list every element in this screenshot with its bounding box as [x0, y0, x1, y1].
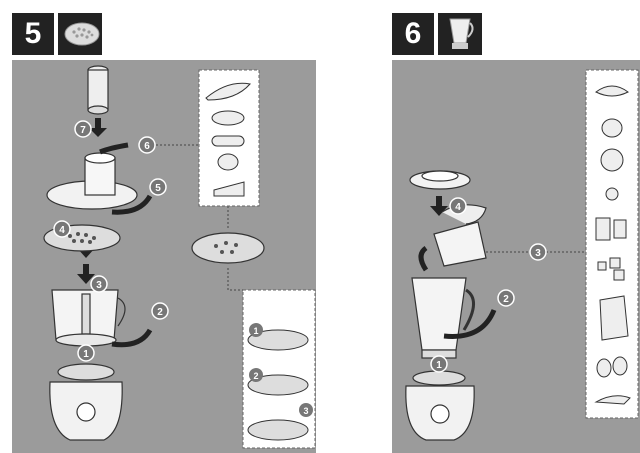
svg-text:7: 7: [80, 125, 86, 136]
processor-bowl: [52, 290, 125, 346]
svg-text:1: 1: [253, 326, 258, 336]
step-5-panel: 5: [0, 0, 316, 453]
insert-callout-1: 1: [249, 323, 263, 337]
callout-1: 1: [431, 356, 447, 372]
svg-text:4: 4: [455, 202, 461, 213]
motor-base: [50, 364, 122, 440]
svg-text:2: 2: [503, 294, 509, 305]
food-pusher: [88, 66, 108, 114]
svg-text:2: 2: [157, 307, 163, 318]
callout-3: 3: [91, 276, 107, 292]
slicing-disc-detail: [192, 233, 264, 263]
svg-text:3: 3: [303, 406, 308, 416]
callout-6: 6: [139, 137, 155, 153]
svg-text:1: 1: [83, 349, 89, 360]
callout-1: 1: [78, 345, 94, 361]
motor-base: [406, 371, 474, 440]
blender-jar: [412, 278, 474, 358]
svg-text:3: 3: [535, 248, 541, 259]
callout-2: 2: [498, 290, 514, 306]
svg-text:5: 5: [155, 183, 161, 194]
svg-text:4: 4: [59, 225, 65, 236]
insert-callout-3: 3: [299, 403, 313, 417]
callout-5: 5: [150, 179, 166, 195]
insert-callout-2: 2: [249, 368, 263, 382]
svg-text:2: 2: [253, 371, 258, 381]
svg-text:1: 1: [436, 360, 442, 371]
callout-4: 4: [450, 198, 466, 214]
step-5-assembly-illustration: 7 6 5 4 3 2 1 1 2 3: [0, 0, 316, 453]
step-6-assembly-illustration: 4 3 2 1: [382, 0, 640, 453]
svg-text:6: 6: [144, 141, 150, 152]
callout-7: 7: [75, 121, 91, 137]
callout-3: 3: [530, 244, 546, 260]
jar-lid: [410, 171, 470, 189]
svg-text:3: 3: [96, 280, 102, 291]
callout-4: 4: [54, 221, 70, 237]
step-6-panel: 6: [382, 0, 640, 453]
processor-lid: [47, 153, 137, 209]
callout-2: 2: [152, 303, 168, 319]
